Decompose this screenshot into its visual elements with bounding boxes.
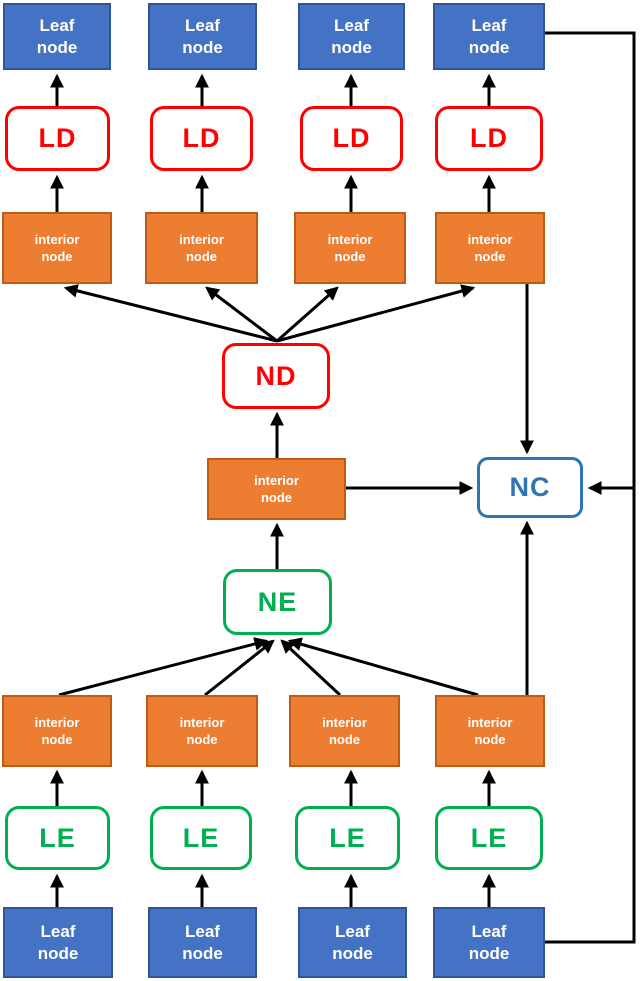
arrow-nd-interior4: [276, 284, 476, 343]
leaf-label: Leaf: [39, 15, 75, 35]
leaf-label: node: [37, 943, 79, 963]
nd-label: ND: [255, 360, 297, 391]
interior-label: interior: [254, 473, 299, 488]
interior-label: node: [474, 732, 506, 747]
interior-label: interior: [467, 715, 513, 730]
le-label: LE: [470, 822, 508, 853]
interior-label: node: [185, 249, 218, 264]
arrow-interior7-ne: [280, 639, 342, 697]
ld-label: LD: [38, 123, 77, 153]
interior-label: node: [41, 249, 73, 264]
interior-label: interior: [467, 232, 513, 247]
leaf-label: Leaf: [471, 15, 507, 35]
arrow-interior5-ne: [58, 637, 269, 697]
le-node-2: LE: [150, 806, 252, 870]
leaf-node-bottom-1: Leaf node: [3, 907, 113, 978]
ne-node: NE: [223, 569, 332, 635]
interior-label: node: [186, 732, 218, 747]
ld-label: LD: [182, 123, 221, 153]
interior-label: node: [474, 249, 506, 264]
leaf-node-top-3: Leaf node: [298, 3, 405, 70]
leaf-label: Leaf: [335, 921, 370, 941]
leaf-node-bottom-2: Leaf node: [148, 907, 257, 978]
interior-node-lower-2: interior node: [146, 695, 258, 767]
le-node-4: LE: [435, 806, 543, 870]
interior-label: node: [334, 249, 366, 264]
interior-node-lower-4: interior node: [435, 695, 545, 767]
arrow-interior6-ne: [204, 639, 275, 697]
le-label: LE: [329, 822, 366, 853]
leaf-label: Leaf: [185, 15, 220, 35]
interior-node-upper-1: interior node: [2, 212, 112, 284]
interior-label: node: [328, 732, 361, 747]
interior-label: interior: [34, 715, 80, 730]
interior-label: interior: [179, 232, 224, 247]
interior-label: interior: [322, 715, 367, 730]
interior-label: interior: [179, 715, 225, 730]
leaf-label: node: [468, 943, 510, 963]
interior-node-upper-4: interior node: [435, 212, 545, 284]
ld-node-3: LD: [300, 106, 403, 171]
leaf-label: node: [468, 37, 510, 57]
leaf-label: node: [182, 37, 223, 57]
le-label: LE: [39, 822, 76, 853]
nd-node: ND: [222, 343, 330, 409]
leaf-label: Leaf: [471, 921, 507, 941]
leaf-label: Leaf: [185, 921, 220, 941]
le-node-3: LE: [295, 806, 400, 870]
arrow-nd-interior2: [205, 286, 278, 343]
ne-label: NE: [257, 586, 298, 617]
interior-node-center: interior node: [207, 458, 346, 520]
arrow-nd-interior3: [276, 286, 339, 343]
interior-label: node: [260, 490, 293, 505]
leaf-node-top-1: Leaf node: [3, 3, 111, 70]
ld-node-1: LD: [5, 106, 110, 171]
interior-node-lower-1: interior node: [2, 695, 112, 767]
leaf-label: node: [331, 37, 372, 57]
leaf-label: node: [332, 943, 373, 963]
leaf-label: Leaf: [334, 15, 369, 35]
nc-label: NC: [509, 472, 551, 502]
le-label: LE: [182, 822, 220, 853]
interior-node-lower-3: interior node: [289, 695, 400, 767]
arrow-interior8-ne: [287, 637, 479, 697]
leaf-node-top-2: Leaf node: [148, 3, 257, 70]
interior-label: node: [41, 732, 73, 747]
leaf-label: node: [36, 37, 78, 57]
leaf-node-bottom-4: Leaf node: [433, 907, 545, 978]
leaf-node-top-4: Leaf node: [433, 3, 545, 70]
ld-node-2: LD: [150, 106, 253, 171]
leaf-label: node: [182, 943, 223, 963]
interior-label: interior: [34, 232, 80, 247]
interior-node-upper-3: interior node: [294, 212, 406, 284]
ld-label: LD: [470, 123, 508, 153]
arrow-nd-interior1: [63, 284, 278, 343]
leaf-label: Leaf: [40, 921, 76, 941]
le-node-1: LE: [5, 806, 110, 870]
interior-label: interior: [327, 232, 373, 247]
interior-node-upper-2: interior node: [145, 212, 258, 284]
leaf-node-bottom-3: Leaf node: [298, 907, 407, 978]
ld-node-4: LD: [435, 106, 543, 171]
nc-node: NC: [477, 457, 583, 518]
ld-label: LD: [332, 123, 371, 153]
